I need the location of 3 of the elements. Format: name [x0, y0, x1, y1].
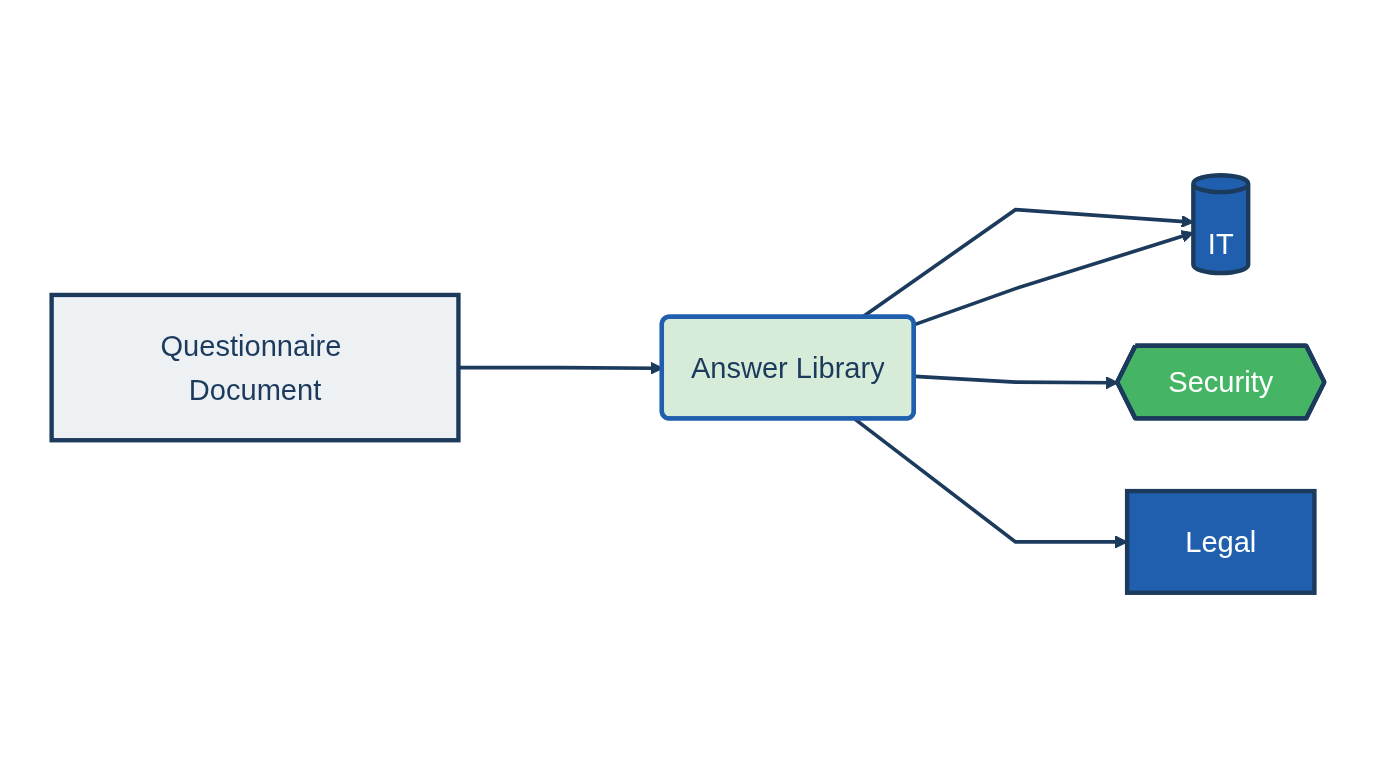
- arrow: [914, 374, 1119, 390]
- node-box: Legal: [1124, 488, 1317, 595]
- node-box: Questionnaire Document: [49, 292, 461, 443]
